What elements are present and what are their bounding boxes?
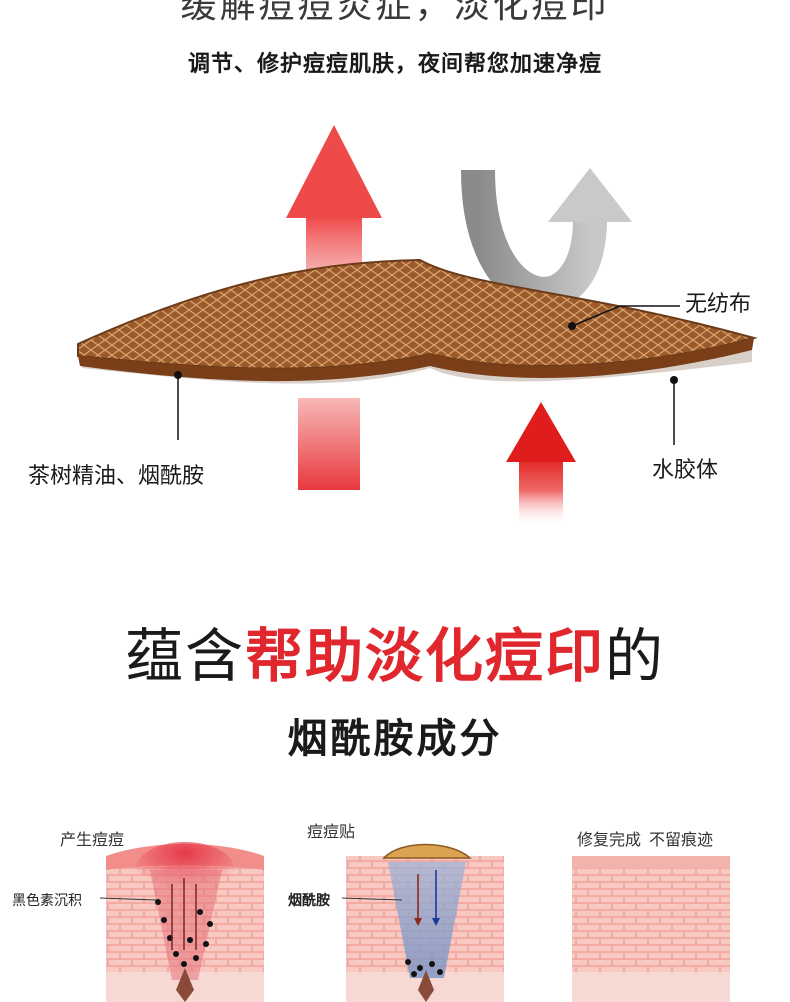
skin-panel-patch [341, 843, 504, 1002]
headline-suffix: 的 [605, 622, 666, 690]
melanin-label: 黑色素沉积 [12, 893, 82, 909]
panel-3-caption-b: 不留痕迹 [649, 830, 714, 849]
feature-headline: 蕴含帮助淡化痘印的 [0, 620, 790, 692]
hydrocolloid-label: 水胶体 [652, 458, 719, 483]
skin-panel-acne [99, 842, 264, 1002]
page-title: 缓解痘痘炎症，淡化痘印 [180, 0, 610, 26]
tea-tree-label: 茶树精油、烟酰胺 [28, 464, 205, 489]
u-turn-arrow-icon [461, 168, 632, 311]
niacinamide-label: 烟酰胺 [288, 893, 330, 909]
page-subtitle: 调节、修护痘痘肌肤，夜间帮您加速净痘 [187, 52, 602, 77]
panel-3-caption: 修复完成不留痕迹 [577, 826, 713, 850]
headline-prefix: 蕴含 [124, 622, 245, 690]
panel-2-caption: 痘痘贴 [307, 822, 356, 841]
panel-1-caption: 产生痘痘 [60, 830, 125, 849]
absorb-down-bar [298, 398, 360, 490]
skin-panels [99, 842, 730, 1002]
patch-icon [382, 843, 472, 859]
nonwoven-label: 无纺布 [685, 292, 752, 317]
feature-subhead: 烟酰胺成分 [287, 716, 503, 762]
heat-up-arrow-icon-2 [506, 402, 576, 527]
nonwoven-layer [77, 258, 758, 370]
patch-diagram [77, 125, 758, 527]
skin-panel-healed [572, 856, 730, 1002]
headline-accent: 帮助淡化痘印 [244, 622, 605, 690]
panel-3-caption-a: 修复完成 [577, 830, 642, 849]
